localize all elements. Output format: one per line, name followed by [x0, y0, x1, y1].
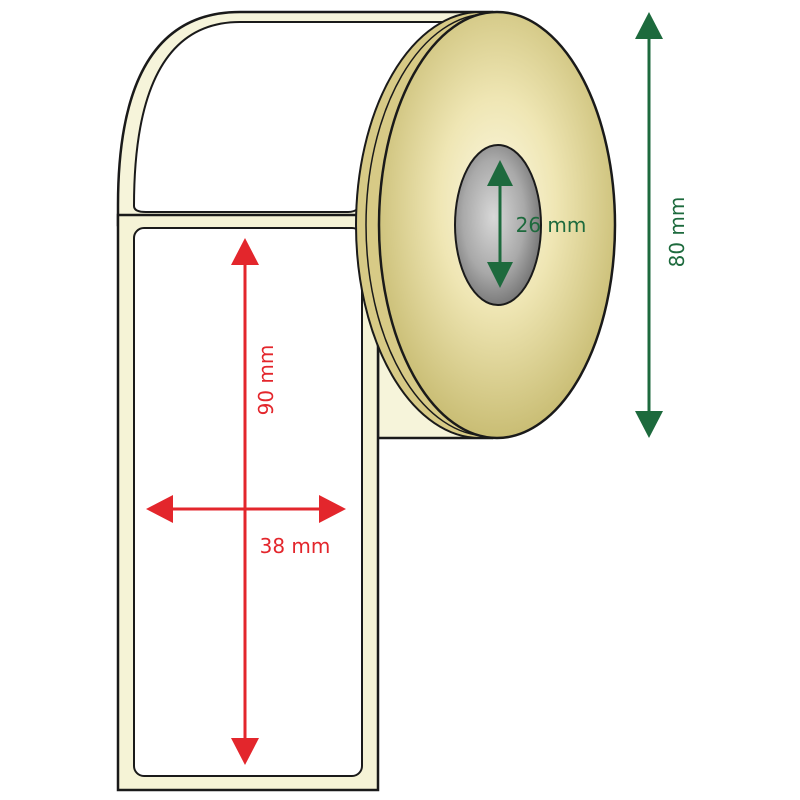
label-width-arrow — [146, 495, 346, 523]
label-height-text: 90 mm — [254, 345, 278, 416]
roll-core — [454, 144, 542, 306]
roll-diameter-text: 80 mm — [665, 197, 689, 268]
label-width-text: 38 mm — [260, 534, 331, 558]
label — [133, 227, 363, 777]
roll-diameter-arrow — [635, 12, 663, 438]
core-diameter-arrow — [487, 160, 513, 288]
core-diameter-text: 26 mm — [516, 213, 587, 237]
label-height-arrow — [231, 238, 259, 765]
